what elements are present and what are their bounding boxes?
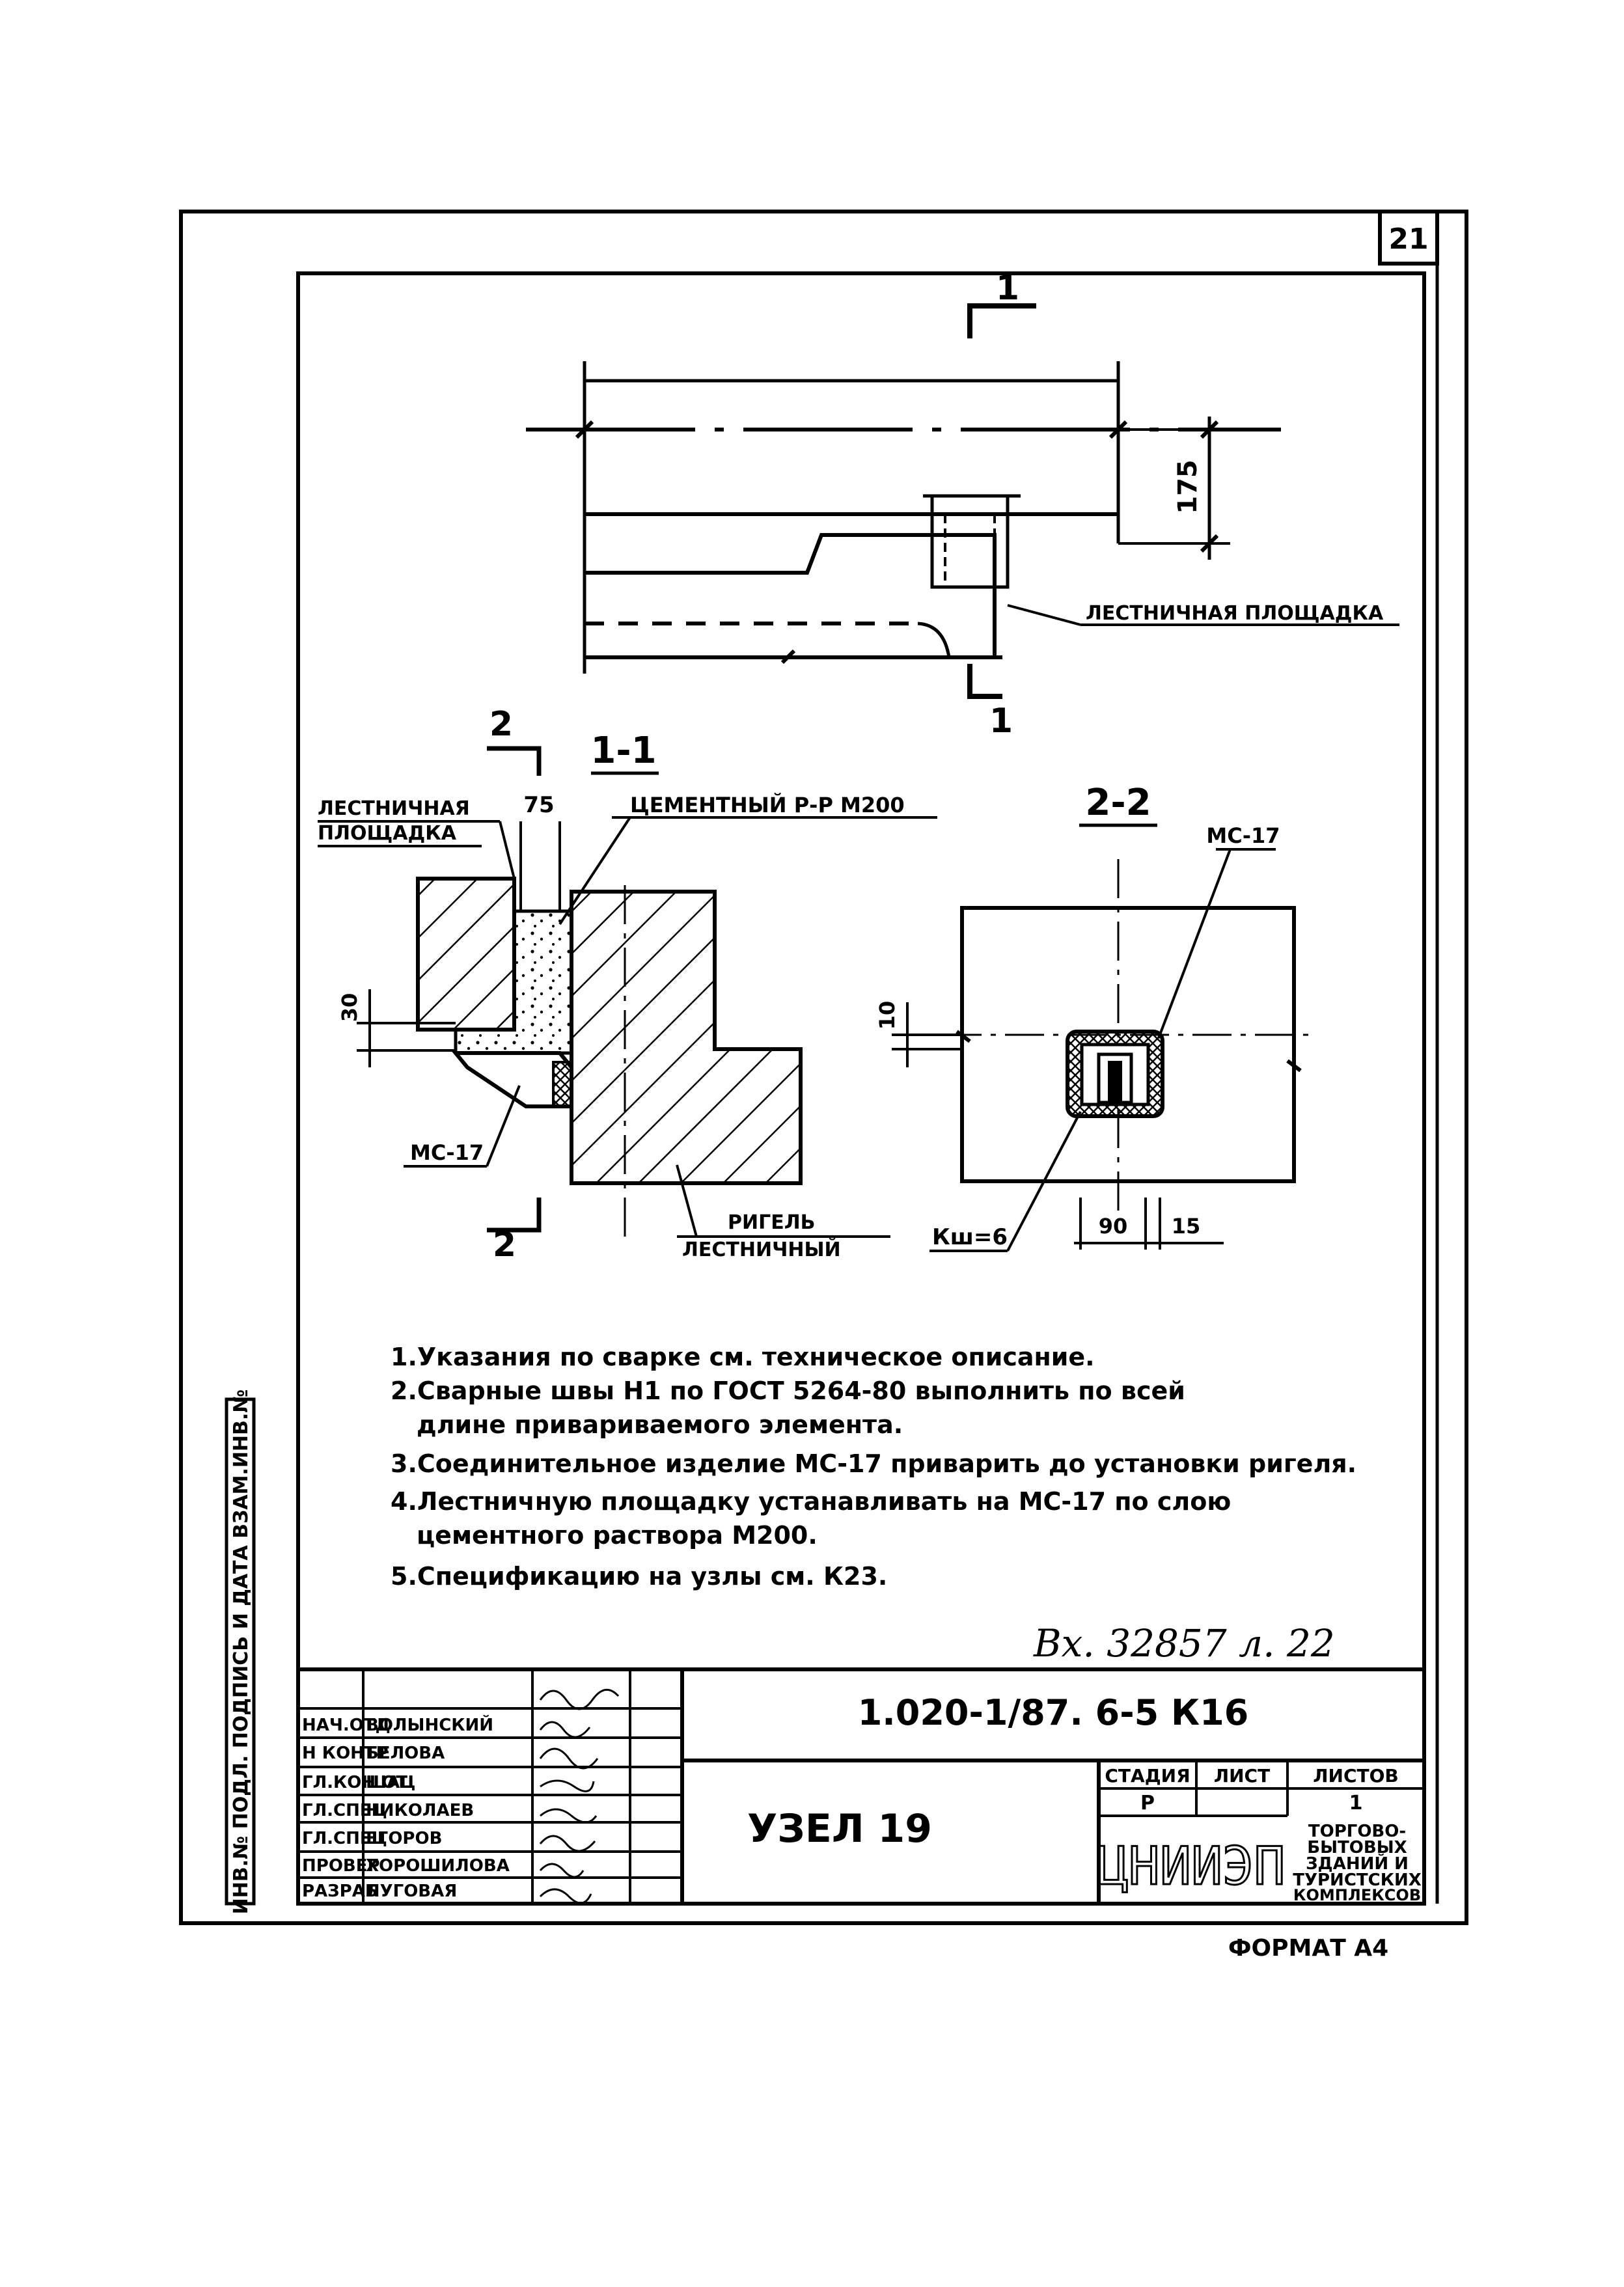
dim-75: 75 [523, 792, 554, 818]
note-3: 3.Соединительное изделие МС-17 приварить… [391, 1449, 1356, 1478]
sig-role-5: ГЛ.СПЕЦ [302, 1829, 387, 1848]
plan-dim-175: 175 [1173, 459, 1203, 514]
plan-callout: ЛЕСТНИЧНАЯ ПЛОЩАДКА [1086, 602, 1384, 625]
org-desc-4: ТУРИСТСКИХ [1293, 1870, 1422, 1890]
side-stamp-text: ИНВ.№ ПОДЛ. ПОДПИСЬ И ДАТА ВЗАМ.ИНВ.№ [230, 1390, 253, 1915]
sig-name-2: БЕЛОВА [366, 1744, 445, 1763]
dim-90: 90 [1099, 1214, 1128, 1239]
plan-section-mark-top: 1 [996, 269, 1019, 308]
sheet-header: ЛИСТ [1214, 1765, 1270, 1787]
label-mc17-section: МС-17 [410, 1140, 484, 1165]
plan-section-mark-bottom: 1 [989, 702, 1013, 741]
sheet-number: 21 [1388, 223, 1428, 256]
org-desc-5: КОМПЛЕКСОВ [1293, 1886, 1421, 1904]
sheets-value: 1 [1349, 1792, 1363, 1815]
cut-mark-bottom: 2 [493, 1226, 516, 1265]
label-beam-line2: ЛЕСТНИЧНЫЙ [682, 1238, 841, 1261]
notes: 1.Указания по сварке см. техническое опи… [391, 1343, 1356, 1591]
note-2: 2.Сварные швы Н1 по ГОСТ 5264-80 выполни… [391, 1376, 1185, 1405]
sig-role-6: ПРОВЕР [302, 1856, 380, 1876]
note-1: 1.Указания по сварке см. техническое опи… [391, 1343, 1095, 1371]
label-mc17-2-2: МС-17 [1206, 823, 1280, 848]
label-landing-line2: ПЛОЩАДКА [318, 822, 457, 845]
sheets-header: ЛИСТОВ [1313, 1765, 1398, 1787]
sig-role-1: НАЧ.ОТД [302, 1716, 391, 1735]
note-4b: цементного раствора М200. [417, 1521, 818, 1550]
note-2b: длине привариваемого элемента. [417, 1410, 903, 1439]
section-1-1-title: 1-1 [590, 730, 656, 772]
label-mortar: ЦЕМЕНТНЫЙ Р-Р М200 [630, 793, 905, 817]
org-desc-1: ТОРГОВО- [1308, 1822, 1406, 1841]
section-2-2-title: 2-2 [1085, 782, 1151, 824]
label-beam-line1: РИГЕЛЬ [728, 1211, 816, 1234]
cut-mark-top: 2 [489, 705, 513, 744]
section-2-2-plate [960, 906, 1296, 1183]
sig-name-5: ЕГОРОВ [366, 1829, 442, 1848]
section-2-2: 2-2 МС-17 10 Кш=6 90 15 [875, 782, 1315, 1252]
plan-view: 175 1 1 ЛЕСТНИЧНАЯ ПЛОЩАДКА [526, 269, 1399, 741]
org-name: ЦНИИЭП [1097, 1836, 1286, 1897]
sig-role-3: ГЛ.КОН ОТ [302, 1773, 407, 1792]
sig-name-1: ВОЛЫНСКИЙ [366, 1714, 493, 1735]
org-desc-2: БЫТОВЫХ [1307, 1838, 1407, 1857]
sig-name-6: ХОРОШИЛОВА [366, 1856, 510, 1876]
dim-10: 10 [875, 1001, 900, 1030]
sig-name-7: ЛУГОВАЯ [366, 1882, 457, 1901]
side-stamp: ИНВ.№ ПОДЛ. ПОДПИСЬ И ДАТА ВЗАМ.ИНВ.№ [225, 1390, 256, 1915]
handwritten-signatures [539, 1689, 620, 1904]
sig-role-4: ГЛ.СПЕЦ [302, 1801, 387, 1820]
incoming-stamp: Вх. 32857 л. 22 [1033, 1621, 1335, 1665]
dim-30: 30 [337, 993, 362, 1022]
sig-role-2: Н КОНТР [302, 1744, 389, 1763]
note-4: 4.Лестничную площадку устанавливать на М… [391, 1487, 1231, 1516]
sig-role-7: РАЗРАБ [302, 1882, 378, 1901]
sig-name-4: НИКОЛАЕВ [366, 1801, 474, 1820]
title-block: НАЧ.ОТД ВОЛЫНСКИЙ Н КОНТР БЕЛОВА ГЛ.КОН … [298, 1667, 1424, 1904]
note-5: 5.Спецификацию на узлы см. К23. [391, 1562, 887, 1591]
outer-frame [179, 210, 1468, 1925]
format-label: ФОРМАТ А4 [1228, 1935, 1388, 1962]
label-landing-line1: ЛЕСТНИЧНАЯ [318, 797, 470, 820]
drawing-name: УЗЕЛ 19 [747, 1806, 932, 1852]
stage-value: Р [1140, 1792, 1155, 1815]
sig-name-3: ШАЦ [366, 1773, 415, 1792]
dim-15: 15 [1172, 1214, 1201, 1239]
stage-header: СТАДИЯ [1105, 1765, 1190, 1787]
org-desc-3: ЗДАНИЙ И [1306, 1853, 1409, 1874]
sheet-number-box [1378, 210, 1439, 266]
doc-code: 1.020-1/87. 6-5 К16 [858, 1692, 1249, 1733]
weld-label: Кш=6 [932, 1224, 1008, 1250]
section-1-1: 1-1 2 2 ЛЕСТНИЧНАЯ ПЛОЩАДКА 75 ЦЕМЕНТНЫЙ… [318, 705, 937, 1265]
